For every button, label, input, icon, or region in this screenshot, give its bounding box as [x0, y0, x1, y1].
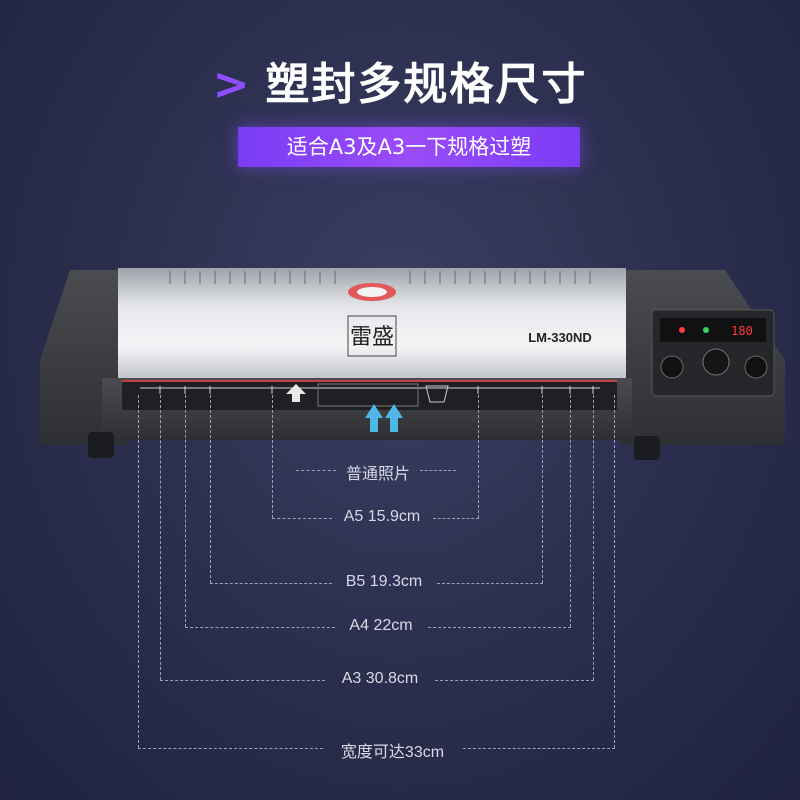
dim-label-a5: A5 15.9cm	[343, 508, 421, 525]
dim-label-a3: A3 30.8cm	[341, 670, 419, 687]
chevron-right-icon: >	[212, 59, 252, 110]
feed-direction-arrows	[365, 404, 403, 432]
right-button	[744, 355, 768, 379]
feed-ruler	[140, 386, 600, 394]
dim-label-max-width: 宽度可达33cm	[340, 744, 445, 761]
brand-mark: 雷盛	[350, 325, 394, 350]
tagline-banner: 适合A3及A3一下规格过塑	[238, 127, 580, 167]
temperature-readout: 180	[731, 324, 753, 338]
dim-label-a4: A4 22cm	[349, 617, 413, 634]
left-button	[660, 355, 684, 379]
foot-right	[634, 436, 660, 460]
dim-label-photo: 普通照片	[345, 466, 410, 483]
temperature-knob	[702, 348, 730, 376]
foot-left	[88, 432, 114, 458]
brand-mark-box	[347, 315, 397, 357]
vent-slots	[169, 271, 591, 284]
paper-feed-slot	[122, 380, 617, 410]
page-headline: > 塑封多规格尺寸	[0, 48, 800, 112]
dim-label-b5: B5 19.3cm	[345, 573, 423, 590]
headline-title: 塑封多规格尺寸	[265, 59, 588, 110]
model-label: LM-330ND	[528, 330, 592, 345]
status-display	[660, 318, 766, 342]
